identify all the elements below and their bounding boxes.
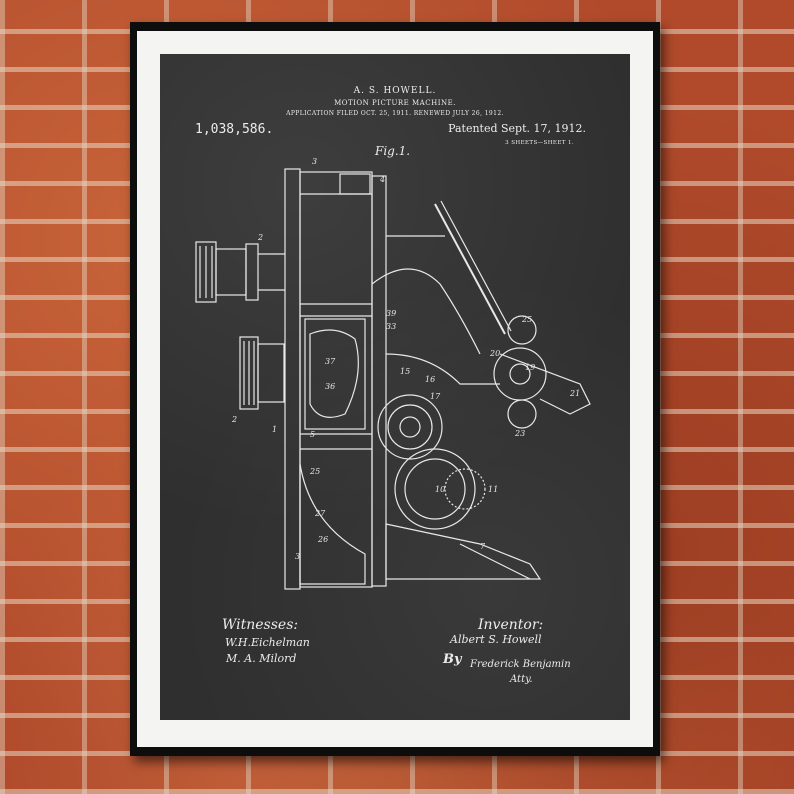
ref-numeral: 10 [435, 485, 445, 494]
attorney-signature: Frederick Benjamin [470, 659, 571, 670]
ref-numeral: 3 [312, 157, 317, 166]
ref-numeral: 2 [231, 415, 237, 424]
witness-signature-1: W.H.Eichelman [225, 636, 310, 649]
ref-numeral: 33 [386, 322, 396, 331]
attorney-label: Atty. [510, 674, 533, 685]
witness-signature-2: M. A. Milord [226, 652, 297, 665]
patent-title: MOTION PICTURE MACHINE. [334, 99, 456, 107]
figure-label: Fig.1. [375, 144, 411, 158]
ref-numeral: 2 [257, 233, 263, 242]
patent-inventor-name: A. S. HOWELL. [353, 86, 437, 96]
ref-numeral: 16 [425, 375, 435, 384]
inventor-signature: Albert S. Howell [450, 633, 542, 646]
ref-numeral: 15 [400, 367, 410, 376]
ref-numeral: 36 [325, 382, 335, 391]
machine-body-drawing [284, 168, 387, 590]
ref-numeral: 25 [309, 467, 320, 476]
patent-application-line: APPLICATION FILED OCT. 25, 1911. RENEWED… [286, 110, 504, 117]
ref-numeral: 21 [569, 389, 580, 398]
ref-numeral: 37 [325, 357, 336, 366]
mechanism-drawing [371, 200, 591, 580]
ref-numeral: 23 [514, 429, 525, 438]
ref-numeral: 1 [272, 425, 277, 434]
ref-numeral: 25 [521, 315, 532, 324]
patent-poster: A. S. HOWELL. MOTION PICTURE MACHINE. AP… [160, 54, 630, 720]
witnesses-heading: Witnesses: [222, 617, 299, 633]
ref-numeral: 3 [295, 552, 300, 561]
ref-numeral: 4 [379, 175, 385, 184]
patent-number: 1,038,586. [195, 122, 274, 137]
ref-numeral: 39 [386, 309, 396, 318]
ref-numeral: 20 [489, 349, 500, 358]
ref-numeral: 11 [488, 485, 498, 494]
upper-lens-drawing [195, 241, 285, 303]
ref-numeral: 5 [310, 430, 315, 439]
by-label: By [443, 652, 462, 667]
inventor-heading: Inventor: [478, 617, 544, 633]
lower-lens-drawing [239, 336, 285, 410]
patent-date: Patented Sept. 17, 1912. [448, 122, 586, 135]
patent-sheets: 3 SHEETS—SHEET 1. [505, 140, 574, 146]
ref-numeral: 27 [314, 509, 326, 518]
machine-drawing: 3 4 2 2 1 5 37 36 39 33 15 16 17 25 19 2… [195, 157, 591, 590]
ref-numeral: 26 [317, 535, 328, 544]
ref-numeral: 19 [525, 363, 535, 372]
ref-numeral: 7 [480, 542, 486, 551]
ref-numeral: 17 [430, 392, 441, 401]
